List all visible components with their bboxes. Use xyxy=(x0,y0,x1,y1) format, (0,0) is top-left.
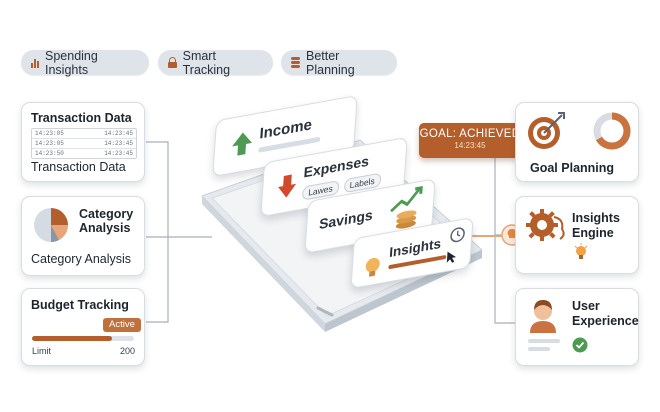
check-circle-icon xyxy=(572,337,588,353)
transaction-table: 14:23:05 14:23:45 14:23:05 14:23:45 14:2… xyxy=(31,128,137,159)
pill-smart-tracking[interactable]: Smart Tracking xyxy=(158,48,273,77)
expenses-card[interactable]: Expenses Lawes Labels xyxy=(260,136,408,218)
table-row: 14:23:50 14:23:45 xyxy=(32,149,136,158)
cursor-icon xyxy=(446,251,457,263)
income-card[interactable]: Income xyxy=(212,94,358,178)
savings-card[interactable]: Savings xyxy=(304,178,436,254)
database-stack-icon xyxy=(291,57,300,68)
arrow-down-icon xyxy=(278,174,297,198)
table-row: 14:23:05 14:23:45 xyxy=(32,139,136,149)
goal-planning-card[interactable]: Goal Planning xyxy=(515,102,639,182)
pill-label: Spending Insights xyxy=(45,48,98,77)
transaction-data-card[interactable]: Transaction Data 14:23:05 14:23:45 14:23… xyxy=(21,102,145,182)
time-cell: 14:23:45 xyxy=(104,130,133,137)
table-row: 14:23:05 14:23:45 xyxy=(32,129,136,139)
pie-chart-icon xyxy=(34,208,68,242)
budget-tracking-card[interactable]: Budget Tracking Active Limit 200 xyxy=(21,288,145,366)
time-cell: 14:23:05 xyxy=(35,130,64,137)
card-caption: Transaction Data xyxy=(31,160,126,174)
savings-label: Savings xyxy=(318,206,374,233)
goal-achieved-badge: GOAL: ACHIEVED 14:23:45 xyxy=(419,123,521,158)
card-caption: Category Analysis xyxy=(31,252,132,266)
budget-progress-fill xyxy=(32,336,112,341)
placeholder-bar xyxy=(528,347,550,351)
budget-progress-track xyxy=(32,336,134,341)
bar-chart-icon xyxy=(31,58,39,68)
card-title-line2: Engine xyxy=(572,226,614,240)
time-cell: 14:23:05 xyxy=(35,140,64,147)
insights-engine-card[interactable]: Insights Engine xyxy=(515,196,639,274)
card-title-line1: Category xyxy=(79,207,134,221)
coins-growth-icon xyxy=(390,185,423,229)
lightbulb-icon xyxy=(365,257,380,277)
insights-card[interactable]: Insights xyxy=(350,216,474,290)
card-title: Transaction Data xyxy=(31,111,132,125)
card-title-line1: Insights xyxy=(572,211,620,225)
badge-time: 14:23:45 xyxy=(454,141,486,150)
pill-better-planning[interactable]: Better Planning xyxy=(281,48,397,77)
lock-icon xyxy=(168,57,177,68)
brain-gear-icon xyxy=(526,209,565,241)
limit-label: Limit xyxy=(32,346,52,356)
timer-icon xyxy=(450,227,465,243)
user-avatar-icon xyxy=(530,300,556,333)
status-badge: Active xyxy=(103,318,141,332)
pill-label: Smart Tracking xyxy=(182,48,231,77)
lightbulb-icon xyxy=(574,243,588,259)
donut-chart-icon xyxy=(593,112,631,150)
target-icon xyxy=(528,112,565,149)
limit-value: 200 xyxy=(120,346,136,356)
time-cell: 14:23:45 xyxy=(104,150,133,157)
card-title-line2: Analysis xyxy=(79,221,131,235)
badge-title: GOAL: ACHIEVED xyxy=(419,128,521,140)
category-analysis-card[interactable]: Category Analysis Category Analysis xyxy=(21,196,145,276)
card-title-line1: User xyxy=(572,299,600,313)
time-cell: 14:23:45 xyxy=(104,140,133,147)
card-title-line2: Experience xyxy=(572,314,639,328)
pill-spending-insights[interactable]: Spending Insights xyxy=(21,48,149,77)
card-title: Goal Planning xyxy=(530,161,615,175)
arrow-up-icon xyxy=(232,132,253,156)
user-experience-card[interactable]: User Experience xyxy=(515,288,639,366)
pill-label: Better Planning xyxy=(306,48,355,77)
card-title: Budget Tracking xyxy=(31,298,129,312)
time-cell: 14:23:50 xyxy=(35,150,64,157)
placeholder-bar xyxy=(528,339,560,343)
